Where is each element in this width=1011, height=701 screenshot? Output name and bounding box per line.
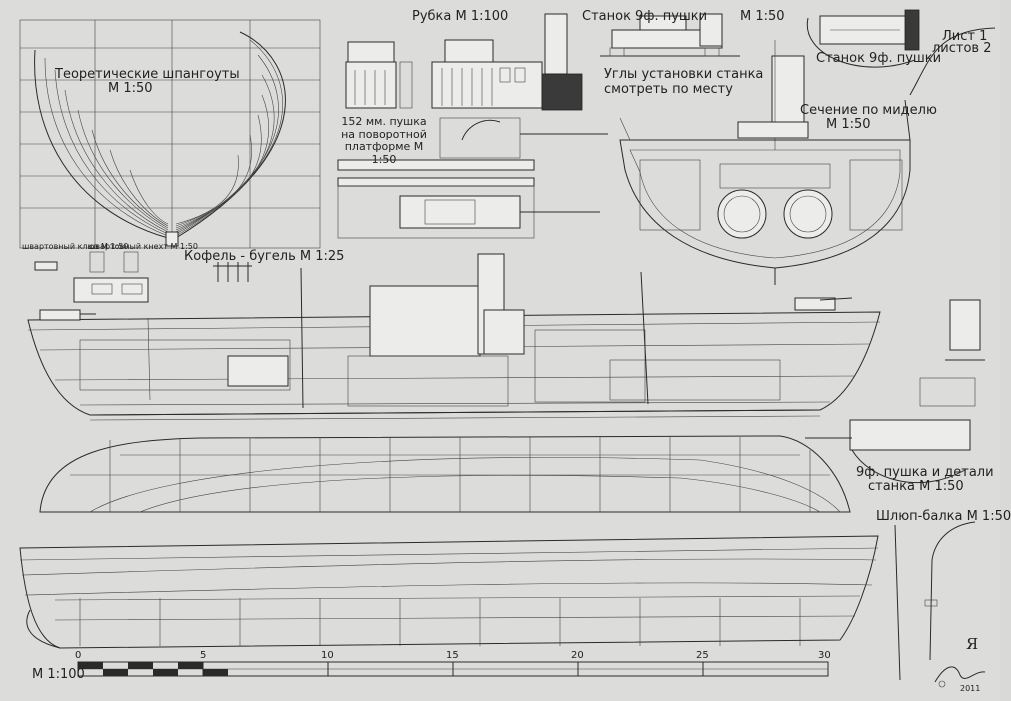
right-details — [805, 299, 985, 681]
label-gun-mount-small: Станок 9ф. пушки — [816, 51, 942, 66]
label-davit: Шлюп-балка М 1:50 — [876, 509, 1011, 524]
label-theoretical-frames-2: М 1:50 — [108, 81, 153, 96]
gun-mount-top — [600, 13, 740, 57]
scale-tick-20: 20 — [571, 650, 584, 661]
fittings — [34, 251, 252, 303]
label-gun152: 152 мм. пушка на поворотной платформе М … — [341, 115, 427, 166]
scale-bar-graphic — [77, 661, 829, 677]
label-gun-mount-scale: М 1:50 — [740, 9, 785, 24]
label-monogram: Я — [966, 635, 979, 653]
label-midship-section-1: Сечение по миделю — [800, 103, 937, 118]
midship-section — [619, 27, 996, 285]
scale-tick-0: 0 — [75, 650, 82, 661]
body-plan — [19, 19, 321, 249]
scale-tick-30: 30 — [818, 650, 831, 661]
label-sheet-total: листов 2 — [932, 41, 992, 56]
label-main-scale: М 1:100 — [32, 667, 85, 682]
wheelhouse-views — [345, 13, 583, 111]
label-midship-section-2: М 1:50 — [826, 117, 871, 132]
half-breadth-plan — [39, 435, 851, 513]
sheer-plan — [19, 535, 879, 649]
scale-tick-10: 10 — [321, 650, 334, 661]
scale-tick-15: 15 — [446, 650, 459, 661]
label-mooring-cleat: швартовный клюз М 1:50 — [22, 242, 129, 251]
label-gun9-details-1: 9ф. пушка и детали — [856, 465, 994, 480]
label-mooring-bollard: швартовный кнехт М 1:50 — [88, 242, 198, 251]
label-mount-angles-2: смотреть по месту — [604, 82, 733, 97]
ship-profile — [27, 253, 881, 421]
gun-mount-circle-view — [806, 9, 920, 68]
label-sheet-number: Лист 1 — [942, 29, 988, 44]
label-mount-angles-1: Углы установки станка — [604, 67, 764, 82]
label-signature-year: 2011 — [960, 684, 981, 693]
label-theoretical-frames-1: Теоретические шпангоуты — [55, 67, 240, 82]
signature-mark — [934, 666, 986, 688]
label-wheelhouse: Рубка М 1:100 — [412, 9, 509, 24]
label-gun-mount: Станок 9ф. пушки — [582, 9, 708, 24]
scale-tick-25: 25 — [696, 650, 709, 661]
label-gun9-details-2: станка М 1:50 — [868, 479, 964, 494]
gun152-views — [337, 117, 608, 239]
label-belaying-pin: Кофель - бугель М 1:25 — [184, 249, 345, 264]
scale-tick-5: 5 — [200, 650, 207, 661]
